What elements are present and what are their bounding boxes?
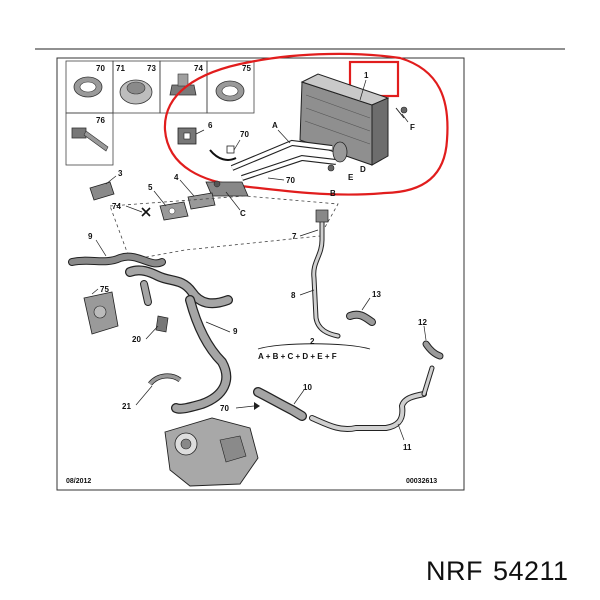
- heater-core-icon: [299, 73, 408, 166]
- heater-pipes-icon: [230, 139, 348, 181]
- label-c: C: [240, 209, 246, 218]
- label-7: 7: [292, 232, 297, 241]
- brand-maker: NRF: [426, 556, 483, 586]
- label-70: 70: [96, 64, 105, 73]
- label-71: 71: [116, 64, 125, 73]
- tag-70-icon: [226, 145, 235, 154]
- hose-10-11-icon: [253, 365, 435, 432]
- formula-bracket: [257, 343, 371, 350]
- bracket-6-icon: [177, 127, 197, 145]
- dashed-outline: [109, 195, 339, 261]
- label-a: A: [272, 121, 278, 130]
- pipe-7-8-icon: [311, 209, 341, 339]
- hose-13-icon: [346, 310, 376, 326]
- leader-lines: [91, 79, 427, 441]
- brand-part: 54211: [493, 556, 569, 586]
- leader-70d-arrow: [254, 402, 260, 410]
- label-b: B: [330, 189, 336, 198]
- clamp-21-icon: [148, 373, 182, 386]
- label-11: 11: [403, 443, 412, 452]
- part-number: NRF 54211: [426, 556, 579, 587]
- label-70d: 70: [220, 404, 229, 413]
- clip-70-icon: [73, 76, 103, 98]
- diagram-frame: [56, 57, 465, 491]
- label-75: 75: [242, 64, 251, 73]
- grommet-71-73-icon: [119, 79, 153, 105]
- engine-outlet-icon: [164, 417, 259, 487]
- label-9a: 9: [88, 232, 93, 241]
- highlight-outline: [163, 52, 449, 196]
- hose-12-icon: [422, 340, 444, 360]
- footer-ref: 00032613: [406, 478, 437, 485]
- thermostat-housing-icon: [83, 291, 119, 335]
- label-70c: 70: [286, 176, 295, 185]
- mount-4-icon: [187, 192, 216, 210]
- clamp-75-icon: [215, 80, 245, 102]
- clip-74b-icon: [141, 207, 151, 217]
- label-2: 2: [310, 337, 315, 346]
- hose-9-icon: [68, 252, 233, 414]
- label-3: 3: [118, 169, 123, 178]
- label-1: 1: [364, 71, 369, 80]
- label-formula: A + B + C + D + E + F: [258, 352, 337, 361]
- footer-date: 08/2012: [66, 478, 91, 485]
- clip-74-icon: [169, 73, 197, 96]
- label-75b: 75: [100, 285, 109, 294]
- mount-3-icon: [89, 181, 115, 201]
- label-4: 4: [174, 173, 179, 182]
- label-21: 21: [122, 402, 131, 411]
- label-74: 74: [194, 64, 203, 73]
- label-73: 73: [147, 64, 156, 73]
- label-70b: 70: [240, 130, 249, 139]
- small-parts-grid: [65, 60, 255, 166]
- label-8: 8: [291, 291, 296, 300]
- mount-5-icon: [159, 201, 189, 221]
- label-12: 12: [418, 318, 427, 327]
- label-6: 6: [208, 121, 213, 130]
- bolt-76-icon: [71, 127, 109, 152]
- label-d: D: [360, 165, 366, 174]
- label-f: F: [410, 123, 415, 132]
- cable-tie-70-icon: [209, 149, 237, 161]
- clip-20-icon: [155, 315, 169, 333]
- label-76: 76: [96, 116, 105, 125]
- label-5: 5: [148, 183, 153, 192]
- connector-c-icon: [205, 180, 249, 197]
- label-9b: 9: [233, 327, 238, 336]
- label-20: 20: [132, 335, 141, 344]
- label-74b: 74: [112, 202, 121, 211]
- label-e: E: [348, 173, 354, 182]
- label-10: 10: [303, 383, 312, 392]
- label-13: 13: [372, 290, 381, 299]
